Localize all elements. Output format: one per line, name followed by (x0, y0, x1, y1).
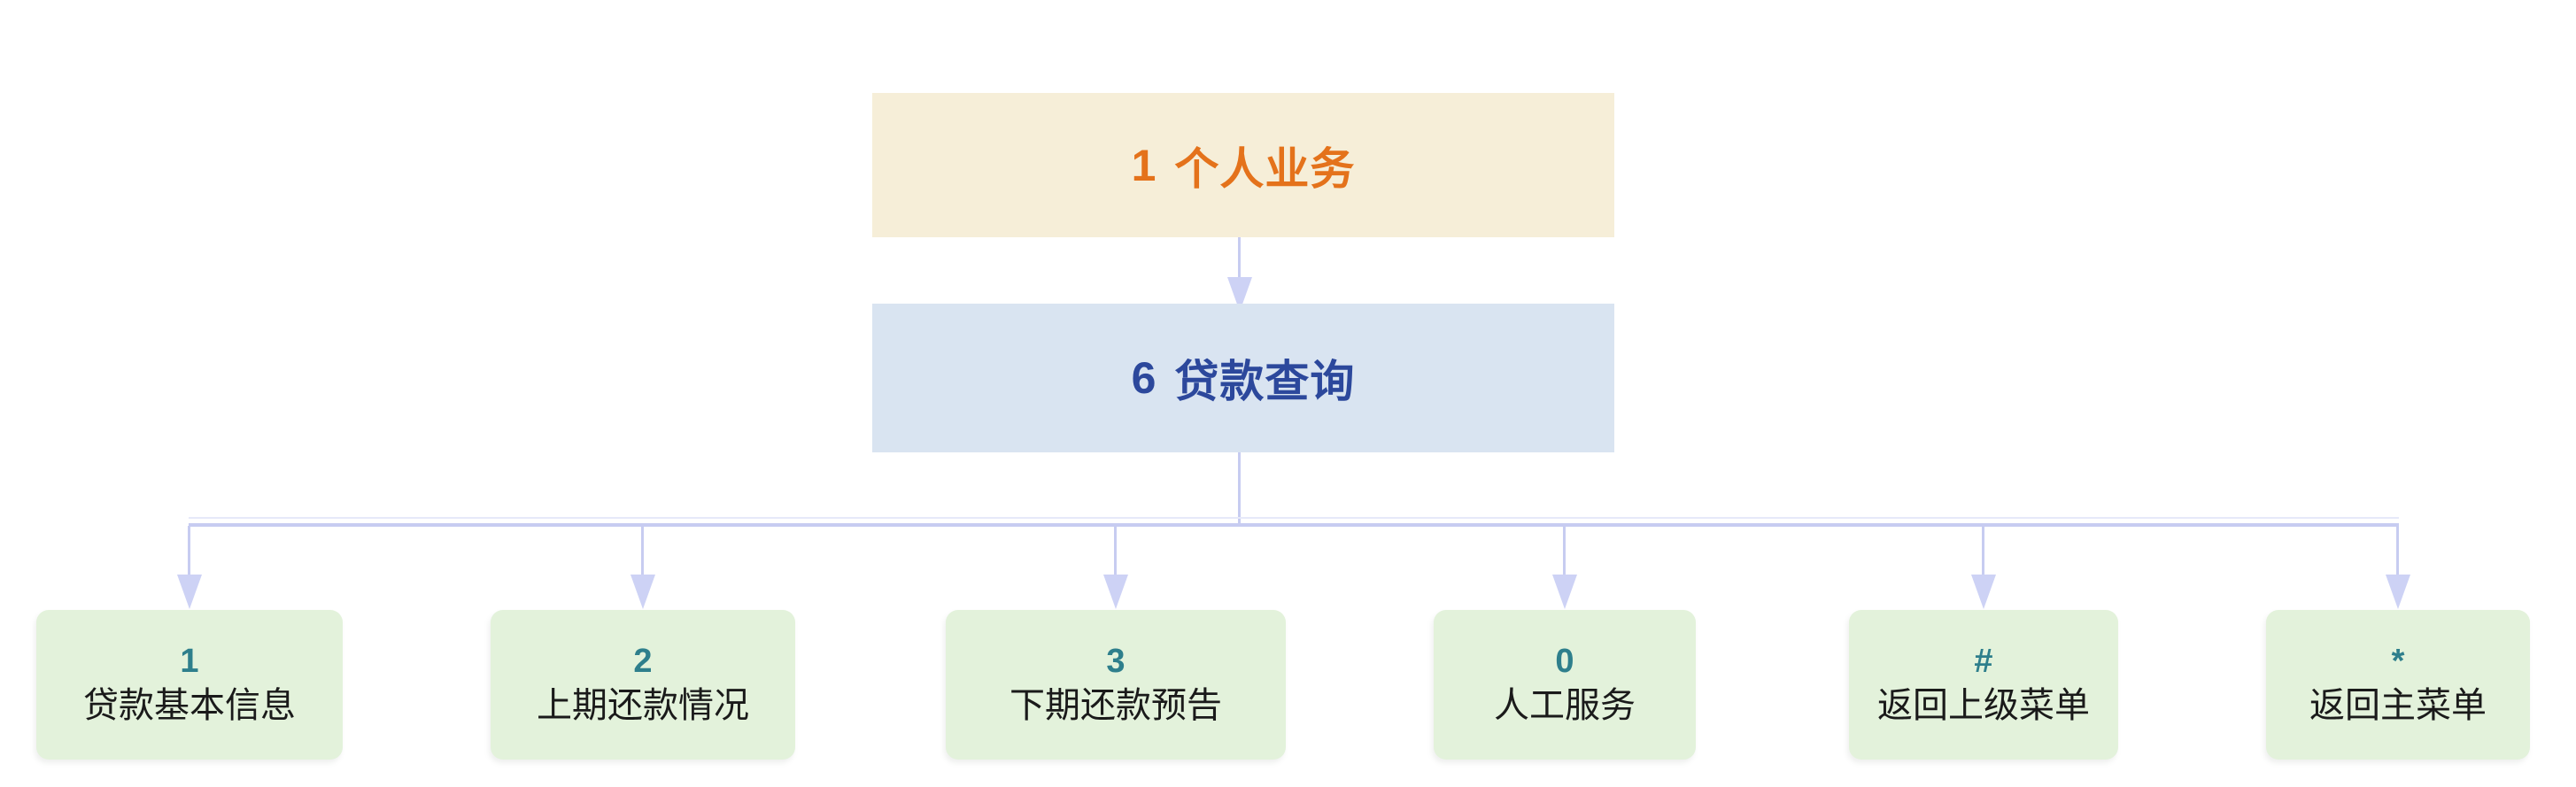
node-return-main-menu: * 返回主菜单 (2266, 610, 2530, 760)
option-label: 返回主菜单 (2309, 686, 2487, 726)
branch-connector-1 (188, 526, 190, 576)
option-key: 3 (1106, 642, 1126, 680)
node-key: 1 (1131, 140, 1157, 190)
connector-root-to-submenu (1238, 237, 1241, 278)
option-label: 人工服务 (1494, 686, 1636, 726)
node-personal-business: 1 个人业务 (872, 93, 1614, 237)
node-label: 贷款查询 (1174, 357, 1356, 406)
connector-submenu-to-branch (1238, 452, 1241, 525)
node-manual-service: 0 人工服务 (1434, 610, 1696, 760)
option-label: 返回上级菜单 (1877, 686, 2090, 726)
branch-connector-2 (641, 526, 644, 576)
node-last-repayment-status: 2 上期还款情况 (491, 610, 795, 760)
down-arrow-icon (1971, 575, 1996, 609)
option-key: # (1974, 642, 1993, 680)
option-label: 下期还款预告 (1010, 686, 1222, 726)
node-loan-inquiry: 6 贷款查询 (872, 304, 1614, 452)
node-loan-basic-info: 1 贷款基本信息 (36, 610, 343, 760)
down-arrow-icon (2386, 575, 2410, 609)
down-arrow-icon (630, 575, 655, 609)
option-label: 上期还款情况 (537, 686, 749, 726)
option-key: 1 (180, 642, 199, 680)
node-label: 个人业务 (1174, 143, 1356, 194)
branch-connector-5 (1982, 526, 1984, 576)
down-arrow-icon (1552, 575, 1577, 609)
node-return-previous-menu: # 返回上级菜单 (1849, 610, 2118, 760)
option-key: 0 (1555, 642, 1574, 680)
branch-connector-3 (1114, 526, 1117, 576)
down-arrow-icon (177, 575, 202, 609)
node-key: 6 (1131, 353, 1157, 403)
option-key: * (2391, 642, 2405, 680)
option-label: 贷款基本信息 (83, 686, 296, 726)
branch-connector-4 (1563, 526, 1566, 576)
branch-connector-6 (2396, 526, 2399, 576)
node-next-repayment-preview: 3 下期还款预告 (946, 610, 1286, 760)
branch-line-ghost (189, 517, 2399, 519)
branch-horizontal-line (189, 523, 2399, 527)
down-arrow-icon (1103, 575, 1128, 609)
option-key: 2 (633, 642, 653, 680)
